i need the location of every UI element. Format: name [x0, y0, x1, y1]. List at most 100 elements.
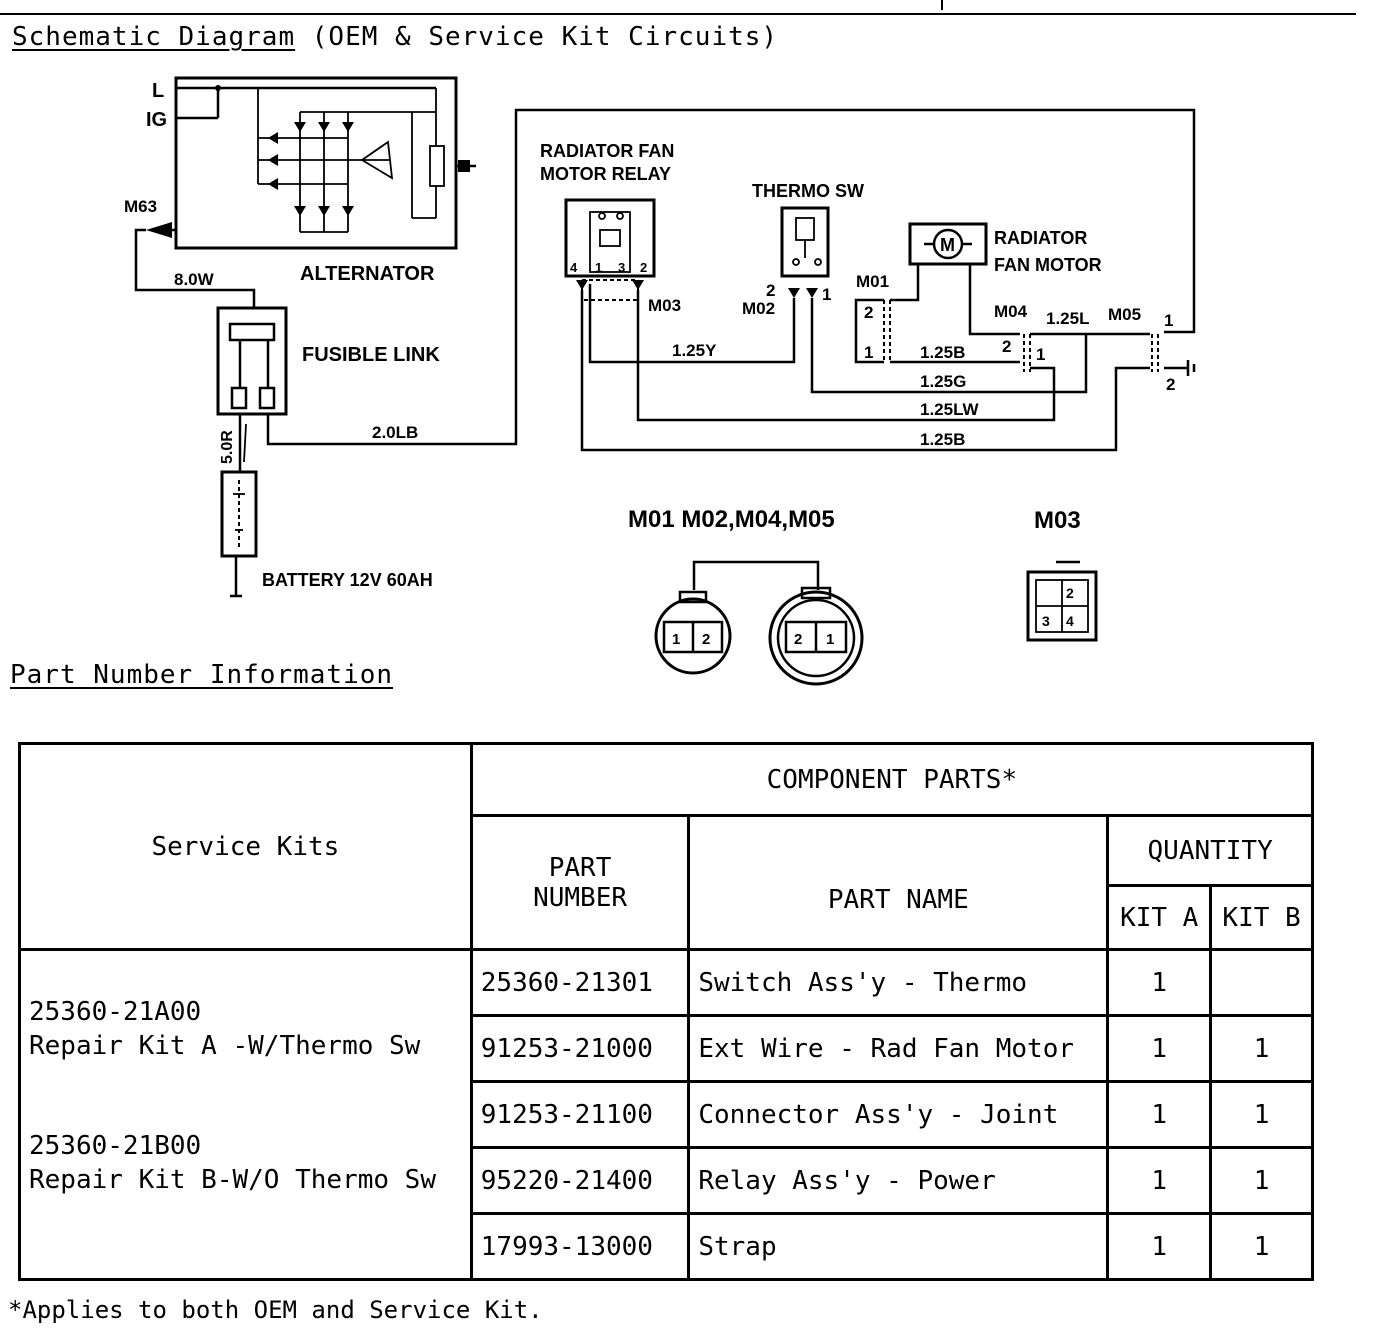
m04-pin-2: 2 [1002, 337, 1011, 356]
m01-pin-1: 1 [864, 343, 873, 362]
wire-label-1-25y: 1.25Y [672, 341, 717, 360]
m02-face-pin-1: 1 [826, 631, 834, 648]
table-header-row-1: Service Kits COMPONENT PARTS* [18, 742, 1315, 951]
m05-pin-1: 1 [1164, 311, 1173, 330]
table-row: 25360-21A00 Repair Kit A -W/Thermo Sw 25… [18, 948, 1314, 1281]
kit-b-header: KIT B [1209, 884, 1314, 951]
motor-symbol: M [940, 235, 955, 255]
wire-label-2-0lb: 2.0LB [372, 423, 418, 442]
thermo-sw-label: THERMO SW [752, 181, 864, 201]
footnote: *Applies to both OEM and Service Kit. [8, 1296, 543, 1324]
connector-group-label: M01 M02,M04,M05 [628, 506, 835, 533]
kit-a-qty-cell: 1 [1106, 1146, 1213, 1215]
kit-a-desc: Repair Kit A -W/Thermo Sw [29, 1031, 421, 1061]
wire-label-1-25l: 1.25L [1046, 309, 1089, 328]
part-number-header-line1: PART [548, 852, 612, 883]
relay-label-line1: RADIATOR FAN [540, 141, 674, 161]
part-number-cell: 25360-21301 [469, 948, 691, 1017]
service-kits-cell: 25360-21A00 Repair Kit A -W/Thermo Sw 25… [18, 948, 473, 1281]
connector-m04: M04 2 1 [994, 302, 1045, 372]
kit-a-qty-cell: 1 [1106, 1014, 1213, 1083]
battery-label: BATTERY 12V 60AH [262, 570, 433, 590]
part-name-cell: Ext Wire - Rad Fan Motor [687, 1014, 1110, 1083]
kit-b-qty-cell: 1 [1209, 1212, 1314, 1281]
kit-b-desc: Repair Kit B-W/O Thermo Sw [29, 1165, 436, 1195]
part-number-header-line2: NUMBER [533, 882, 627, 913]
part-number-cell: 91253-21100 [469, 1080, 691, 1149]
table-header-row-2: PART NUMBER PART NAME QUANTITY [20, 814, 1314, 951]
part-number-header: PART NUMBER [469, 814, 691, 951]
table-header-row-3: KIT A KIT B [20, 884, 1314, 951]
connector-m63-label: M63 [124, 197, 157, 216]
connector-face-m03: 2 3 4 [1026, 560, 1098, 642]
relay-pin-3: 3 [618, 260, 625, 275]
wire-label-8-0w: 8.0W [174, 270, 215, 289]
schematic-heading-main: Schematic Diagram [12, 22, 296, 52]
kit-a-number: 25360-21A00 [29, 997, 202, 1027]
part-info-heading-text: Part Number Information [10, 660, 394, 690]
connector-face-m02: 2 1 [768, 586, 864, 686]
parts-table: Service Kits COMPONENT PARTS* PART NUMBE… [18, 742, 1315, 1281]
fusible-link-label: FUSIBLE LINK [302, 344, 440, 366]
table-row: 91253-21100 Connector Ass'y - Joint 1 1 [20, 1080, 1314, 1149]
wire-label-1-25lw: 1.25LW [920, 400, 980, 419]
kit-a-header: KIT A [1106, 884, 1213, 951]
table-row: 91253-21000 Ext Wire - Rad Fan Motor 1 1 [20, 1014, 1314, 1083]
m05-pin-2: 2 [1166, 375, 1175, 394]
table-row: 17993-13000 Strap 1 1 [20, 1212, 1314, 1281]
alternator-label: ALTERNATOR [300, 263, 435, 285]
schematic-heading: Schematic Diagram (OEM & Service Kit Cir… [12, 22, 778, 52]
part-number-cell: 91253-21000 [469, 1014, 691, 1083]
connector-m04-label: M04 [994, 302, 1028, 321]
battery: BATTERY 12V 60AH [220, 470, 433, 598]
thermo-switch: THERMO SW 2 1 M02 [742, 181, 864, 318]
part-info-heading: Part Number Information [10, 660, 393, 690]
kit-b-qty-cell: 1 [1209, 1080, 1314, 1149]
part-name-cell: Relay Ass'y - Power [687, 1146, 1110, 1215]
schematic-heading-sub: (OEM & Service Kit Circuits) [295, 22, 779, 52]
part-name-cell: Switch Ass'y - Thermo [687, 948, 1110, 1017]
part-number-cell: 95220-21400 [469, 1146, 691, 1215]
m01-face-pin-2: 2 [702, 631, 710, 648]
table-row: 95220-21400 Relay Ass'y - Power 1 1 [20, 1146, 1314, 1215]
alternator: L IG M63 ALTERNATOR [124, 76, 476, 285]
relay-pin-2: 2 [640, 260, 647, 275]
wire-label-1-25b-upper: 1.25B [920, 343, 965, 362]
kit-a-qty-cell: 1 [1106, 1080, 1213, 1149]
quantity-header: QUANTITY [1106, 814, 1314, 887]
connector-m01: M01 2 1 [856, 272, 891, 362]
alternator-terminal-l: L [152, 80, 164, 102]
kit-a-qty-cell: 1 [1106, 948, 1213, 1017]
fusible-link: FUSIBLE LINK [216, 306, 440, 416]
kit-b-qty-cell: 1 [1209, 1014, 1314, 1083]
m01-face-pin-1: 1 [672, 631, 680, 648]
m03-face-pin-3: 3 [1042, 613, 1050, 629]
service-kits-header: Service Kits [18, 742, 473, 951]
m04-pin-1: 1 [1036, 345, 1045, 364]
fan-motor-label-line2: FAN MOTOR [994, 255, 1102, 275]
kit-b-qty-cell [1209, 948, 1314, 1017]
connector-m02-label: M02 [742, 299, 775, 318]
wire-label-5-0r: 5.0R [219, 430, 236, 464]
component-parts-header: COMPONENT PARTS* [469, 742, 1315, 817]
wire-label-1-25b-lower: 1.25B [920, 430, 965, 449]
connector-m03-face-label: M03 [1034, 507, 1081, 534]
kit-b-qty-cell: 1 [1209, 1146, 1314, 1215]
page-top-border [0, 0, 1356, 15]
m01-pin-2: 2 [864, 303, 873, 322]
kit-a-qty-cell: 1 [1106, 1212, 1213, 1281]
thermo-pin-1: 1 [822, 285, 831, 304]
connector-m03-relay-label: M03 [648, 296, 681, 315]
part-name-header: PART NAME [687, 814, 1110, 951]
connector-face-m01: 1 2 [654, 560, 820, 675]
alternator-terminal-ig: IG [146, 109, 167, 131]
relay-pin-4: 4 [570, 260, 578, 275]
relay-label-line2: MOTOR RELAY [540, 164, 671, 184]
m03-face-pin-4: 4 [1066, 613, 1074, 629]
connector-m05-label: M05 [1108, 305, 1141, 324]
kit-b-number: 25360-21B00 [29, 1131, 202, 1161]
connector-m05: 1.25L M05 1 2 [1046, 305, 1196, 394]
radiator-fan-motor-relay: RADIATOR FAN MOTOR RELAY 4 1 3 2 M03 [540, 141, 681, 315]
part-name-cell: Strap [687, 1212, 1110, 1281]
thermo-pin-2: 2 [766, 281, 775, 300]
